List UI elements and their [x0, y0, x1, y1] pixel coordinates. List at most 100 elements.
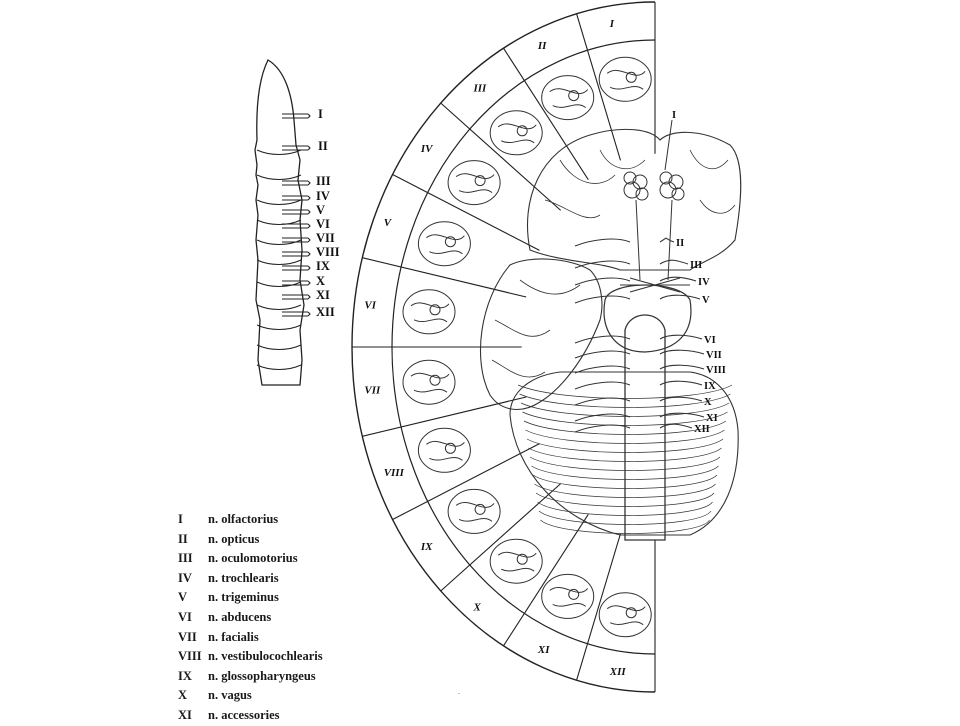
cerebellum-folium — [525, 429, 725, 444]
fan-sector-dividers — [352, 2, 656, 692]
brain-nerve-root-left — [574, 424, 631, 433]
tube-nerve-stub — [282, 223, 311, 229]
optic-chiasm — [620, 277, 690, 293]
fan-divider — [440, 102, 562, 211]
fan-divider — [576, 13, 622, 161]
sector-illustration — [447, 160, 501, 206]
sector-illustration — [489, 110, 543, 156]
column-numeral: II — [318, 139, 328, 153]
tube-segment — [256, 304, 302, 310]
column-numeral: X — [316, 274, 325, 288]
fan-sector-label: VIII — [384, 467, 405, 479]
cerebellum-folium — [523, 420, 727, 435]
stray-mark: . — [458, 687, 460, 696]
tube-nerve-stub — [282, 113, 311, 119]
legend-nerve-name: n. olfactorius — [208, 512, 279, 526]
sector-illustration — [489, 538, 543, 584]
cerebellum-folium — [526, 438, 724, 453]
column-numeral: VI — [316, 217, 330, 231]
tube-nerve-stub — [282, 209, 311, 215]
fan-sector-label: X — [473, 601, 482, 613]
brain-nerve-root-left — [574, 397, 631, 406]
sector-illustration — [598, 592, 652, 638]
tube-segment — [256, 364, 302, 370]
cerebellum-folium — [535, 492, 715, 507]
fan-divider — [392, 174, 540, 251]
fan-divider — [362, 396, 527, 437]
fan-sector-label: V — [384, 217, 393, 229]
legend-nerve-name: n. abducens — [208, 609, 272, 624]
tube-nerve-stub — [282, 237, 311, 243]
brain-nerve-root — [659, 276, 697, 282]
legend-nerve-name: n. facialis — [208, 629, 259, 644]
brain-nerve-label: XII — [694, 424, 710, 435]
neural-tube-column — [254, 59, 311, 386]
legend-numeral: V — [178, 590, 188, 605]
neural-tube-outline — [254, 59, 305, 386]
cerebellum-folium — [537, 501, 713, 516]
legend-numeral: XI — [178, 707, 192, 722]
tube-segment — [256, 344, 302, 350]
cerebellum-folium — [540, 519, 710, 534]
legend-numeral: IV — [178, 570, 192, 585]
brain-nerve-root — [659, 396, 703, 402]
sector-illustration — [417, 427, 471, 473]
legend-nerve-name: n. vagus — [208, 688, 252, 703]
cerebellum-folium — [532, 474, 718, 489]
tube-segment — [256, 174, 302, 180]
tube-nerve-stub — [282, 294, 311, 300]
cerebellum-folium — [534, 483, 716, 498]
column-numeral: XI — [316, 288, 330, 302]
legend-numeral: IX — [178, 668, 192, 683]
legend-row: VIII n. vestibulocochlearis — [178, 647, 438, 667]
fan-divider — [503, 514, 589, 647]
sector-illustration — [541, 75, 595, 121]
brain-nerve-root — [659, 412, 705, 418]
legend-numeral: III — [178, 551, 193, 566]
column-numeral: VII — [316, 231, 335, 245]
tube-segment-lines — [256, 149, 302, 370]
brain-nerve-root-left — [574, 335, 631, 344]
tube-segment — [256, 281, 302, 287]
brain-base-view — [479, 119, 742, 541]
brain-nerve-root-left — [574, 295, 631, 304]
tube-nerve-stub — [282, 180, 311, 186]
legend-nerve-name: n. accessories — [208, 707, 280, 722]
cerebellum-folium — [538, 510, 712, 525]
cerebellum-folium — [519, 393, 731, 408]
column-numeral: III — [316, 174, 331, 188]
tube-segment — [256, 259, 302, 265]
sector-illustration — [598, 56, 652, 102]
column-numeral: IV — [316, 189, 330, 203]
column-numeral: VIII — [316, 245, 340, 259]
fan-sector-illustrations — [402, 56, 652, 638]
brain-nerve-label: VII — [706, 350, 722, 361]
legend-numeral: VIII — [178, 649, 202, 664]
brain-nerve-root-left — [574, 260, 631, 269]
fan-sector-label: VII — [364, 385, 381, 397]
column-numeral: V — [316, 203, 325, 217]
brain-nerve-root — [659, 423, 693, 429]
column-numeral: XII — [316, 305, 335, 319]
cerebellum-folium — [528, 447, 722, 462]
legend-numeral: I — [178, 512, 183, 526]
legend-nerve-name: n. opticus — [208, 531, 260, 546]
tube-nerve-stub — [282, 311, 311, 317]
fan-divider — [362, 257, 527, 298]
brain-nerve-root — [659, 364, 705, 370]
fan-divider — [392, 443, 540, 520]
legend-nerve-name: n. glossopharyngeus — [208, 668, 316, 683]
fan-sector-label: VI — [364, 299, 376, 311]
brain-nerve-label: II — [676, 238, 684, 249]
legend-nerve-name: n. vestibulocochlearis — [208, 649, 323, 664]
sector-illustration — [417, 221, 471, 267]
